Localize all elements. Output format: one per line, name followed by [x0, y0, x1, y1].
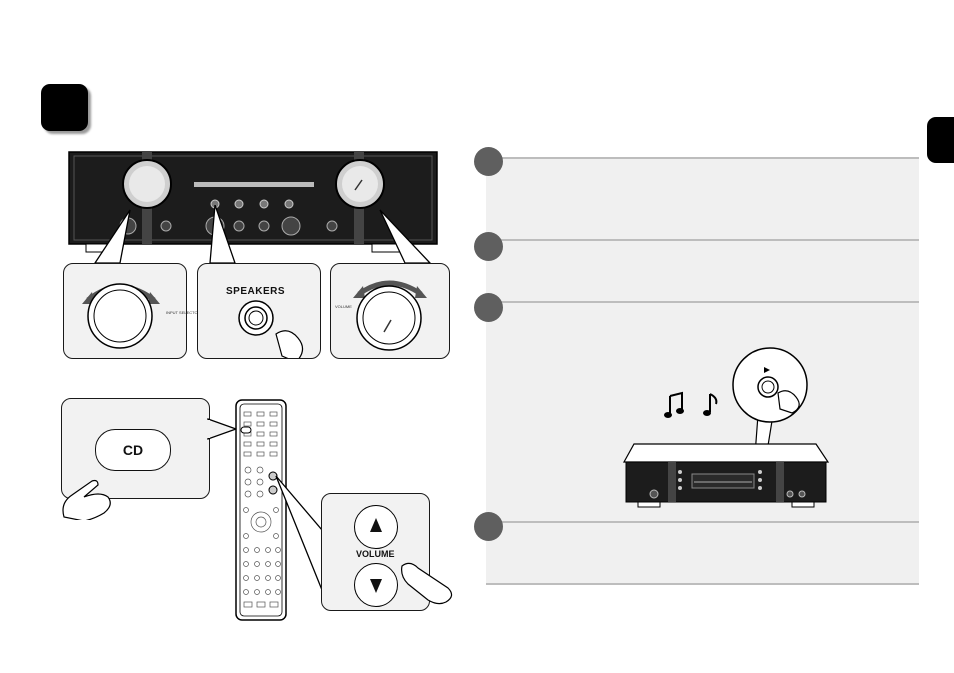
volume-knob-callout: [330, 263, 450, 359]
step-badge: [474, 512, 503, 541]
play-button-zoom: [732, 347, 808, 496]
volume-knob-label: VOLUME: [335, 304, 352, 309]
input-selector-label: INPUT SELECTOR: [166, 310, 201, 315]
step-badge: [474, 232, 503, 261]
volume-down-button[interactable]: [354, 563, 398, 607]
step-tile: [41, 84, 88, 131]
speakers-label: SPEAKERS: [226, 286, 286, 297]
cd-button-label: CD: [122, 442, 144, 458]
pointing-hand-icon: [401, 562, 453, 605]
speakers-callout: [197, 263, 321, 359]
step-panel-4: [486, 521, 919, 585]
step-badge: [474, 293, 503, 322]
volume-label: VOLUME: [356, 549, 395, 559]
pointing-hand-icon: [62, 479, 111, 520]
step-panel-1: [486, 157, 919, 239]
remote-control: [235, 399, 287, 621]
callout-connectors: [93, 205, 432, 264]
step-panel-2: [486, 239, 919, 301]
language-tab: [927, 117, 954, 163]
music-notes-icon: [664, 391, 718, 418]
cd-player: [622, 443, 830, 508]
volume-up-button[interactable]: [354, 505, 398, 549]
step-badge: [474, 147, 503, 176]
amplifier-front-panel: [68, 151, 438, 253]
cd-callout-pointer: [206, 418, 238, 440]
cd-button[interactable]: CD: [95, 429, 171, 471]
input-selector-callout: [63, 263, 187, 359]
